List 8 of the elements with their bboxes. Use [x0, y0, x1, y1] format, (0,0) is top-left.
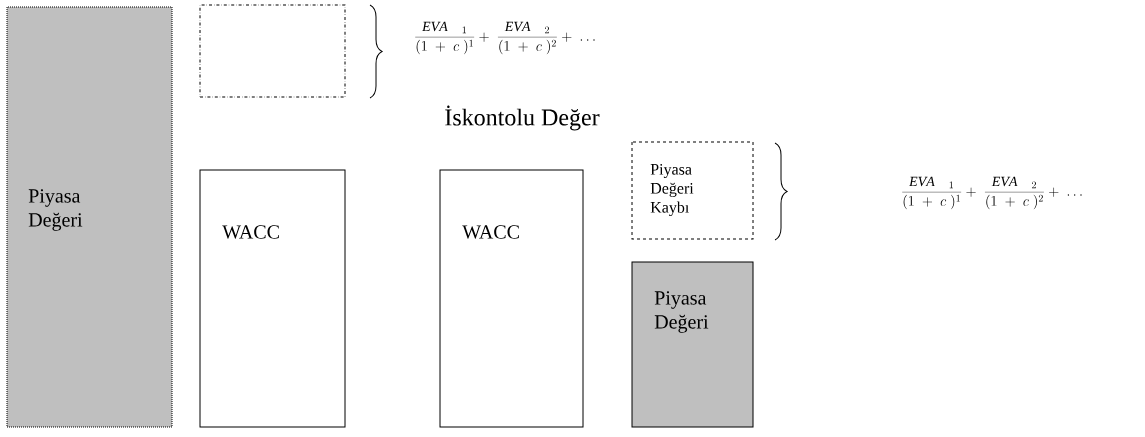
discounted-value-heading: İskontolu Değer [445, 105, 600, 131]
process-box: WACC [199, 169, 346, 428]
loss-box: Piyasa Değeri Kaybı [631, 141, 754, 240]
market-value-bar: Piyasa Değeri [6, 6, 173, 428]
market-value-box: Piyasa Değeri [631, 261, 754, 428]
series-formula: $\frac{\mathit{EVA}\quad_{1}}{(1\;+\;c\;)^{1}}+\;\frac{\mathit{EVA}\quad_{2}}{(1\;+\;c\;)^{2}}+\;\ldots$ [902, 176, 1082, 210]
process-box: WACC [439, 169, 584, 428]
series-formula: $\frac{\mathit{EVA}\quad_{1}}{(1\;+\;c\;)^{1}}+\;\frac{\mathit{EVA}\quad_{2}}{(1\;+\;c\;)^{2}}+\;\ldots$ [415, 21, 595, 55]
